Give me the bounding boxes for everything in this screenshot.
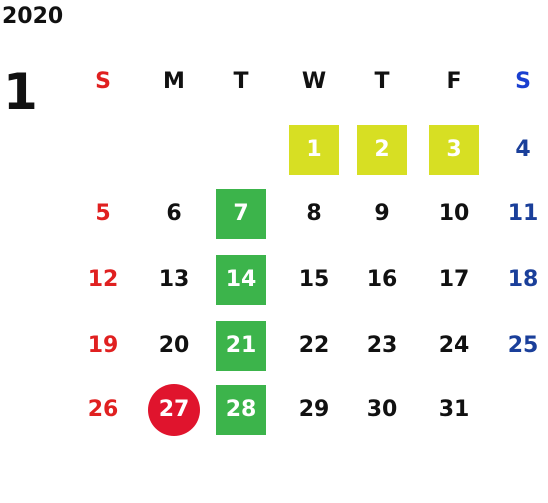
day-cell-10[interactable]: 10 — [438, 201, 470, 226]
day-cell-20[interactable]: 20 — [158, 333, 190, 358]
day-cell-31[interactable]: 31 — [438, 397, 470, 422]
day-cell-30[interactable]: 30 — [366, 397, 398, 422]
day-cell-27[interactable]: 27 — [148, 384, 200, 436]
weekday-wed: W — [301, 69, 327, 94]
day-cell-13[interactable]: 13 — [158, 267, 190, 292]
weekday-sat: S — [515, 69, 531, 94]
weekday-tue: T — [233, 69, 249, 94]
day-cell-28[interactable]: 28 — [216, 385, 266, 435]
day-cell-8[interactable]: 8 — [306, 201, 322, 226]
day-cell-24[interactable]: 24 — [438, 333, 470, 358]
day-cell-16[interactable]: 16 — [366, 267, 398, 292]
day-cell-21[interactable]: 21 — [216, 321, 266, 371]
day-cell-11[interactable]: 11 — [507, 201, 539, 226]
weekday-header-row: S M T W T F S — [0, 66, 548, 98]
day-cell-9[interactable]: 9 — [374, 201, 390, 226]
day-cell-19[interactable]: 19 — [87, 333, 119, 358]
day-cell-5[interactable]: 5 — [95, 201, 111, 226]
day-cell-23[interactable]: 23 — [366, 333, 398, 358]
month-number: 1 — [3, 63, 38, 121]
weekday-mon: M — [163, 69, 185, 94]
day-cell-14[interactable]: 14 — [216, 255, 266, 305]
day-cell-22[interactable]: 22 — [298, 333, 330, 358]
day-cell-17[interactable]: 17 — [438, 267, 470, 292]
day-cell-6[interactable]: 6 — [166, 201, 182, 226]
day-cell-2[interactable]: 2 — [357, 125, 407, 175]
day-cell-29[interactable]: 29 — [298, 397, 330, 422]
day-cell-4[interactable]: 4 — [515, 137, 531, 162]
day-cell-25[interactable]: 25 — [507, 333, 539, 358]
day-cell-7[interactable]: 7 — [216, 189, 266, 239]
day-cell-1[interactable]: 1 — [289, 125, 339, 175]
day-cell-18[interactable]: 18 — [507, 267, 539, 292]
day-cell-12[interactable]: 12 — [87, 267, 119, 292]
day-cell-15[interactable]: 15 — [298, 267, 330, 292]
weekday-fri: F — [446, 69, 462, 94]
day-cell-26[interactable]: 26 — [87, 397, 119, 422]
day-cell-3[interactable]: 3 — [429, 125, 479, 175]
weekday-thu: T — [374, 69, 390, 94]
weekday-sun: S — [95, 69, 111, 94]
year-label: 2020 — [2, 4, 64, 29]
